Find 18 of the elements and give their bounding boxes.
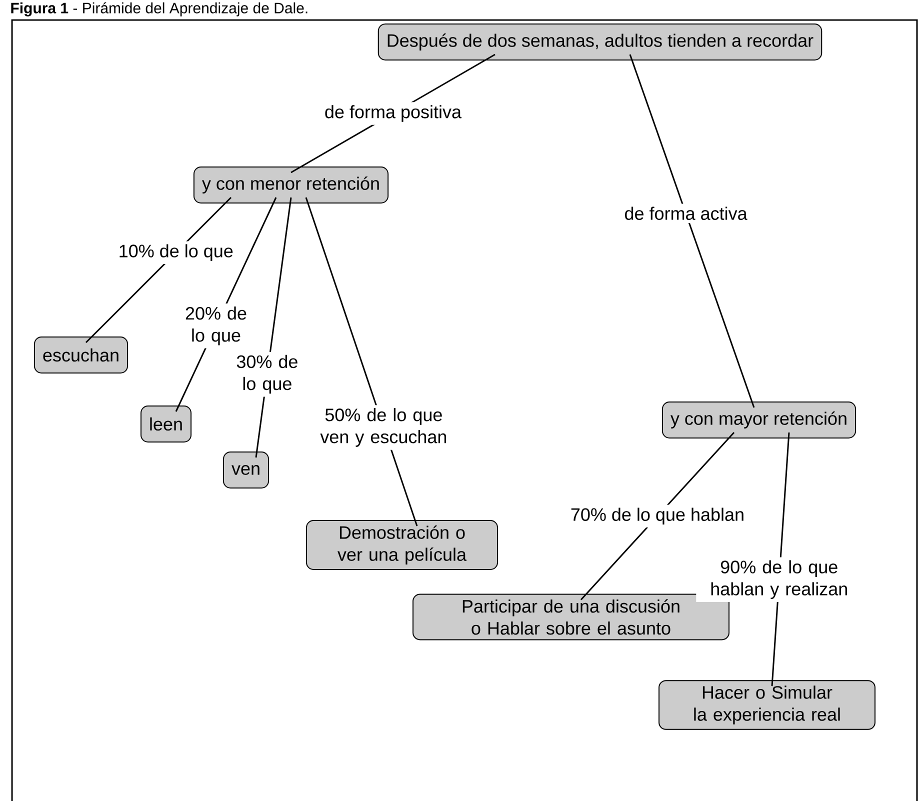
concept-box: Demostración o ver una película	[306, 520, 498, 570]
edge-label: 20% de lo que	[178, 304, 254, 348]
figure-title: Figura 1 - Pirámide del Aprendizaje de Dale.	[11, 2, 308, 16]
concept-box: Después de dos semanas, adultos tienden a recordar	[378, 24, 822, 60]
concept-box: ven	[223, 452, 270, 488]
edge-label: de forma activa	[621, 204, 750, 223]
edge-label: de forma positiva	[321, 102, 465, 125]
concept-box: y con menor retención	[193, 166, 389, 204]
edge-label: 90% de lo que hablan y realizan	[696, 557, 862, 602]
concept-box: escuchan	[34, 336, 128, 374]
connector-line	[629, 54, 755, 408]
edge-label: 30% de lo que	[229, 352, 306, 397]
edge-label: 50% de lo que ven y escuchan	[310, 405, 457, 450]
concept-box: leen	[140, 406, 192, 442]
concept-box: Hacer o Simular la experiencia real	[658, 680, 876, 730]
edge-label: 70% de lo que hablan	[567, 504, 748, 528]
edge-label: 10% de lo que	[115, 241, 236, 264]
concept-box: y con mayor retención	[662, 402, 856, 438]
